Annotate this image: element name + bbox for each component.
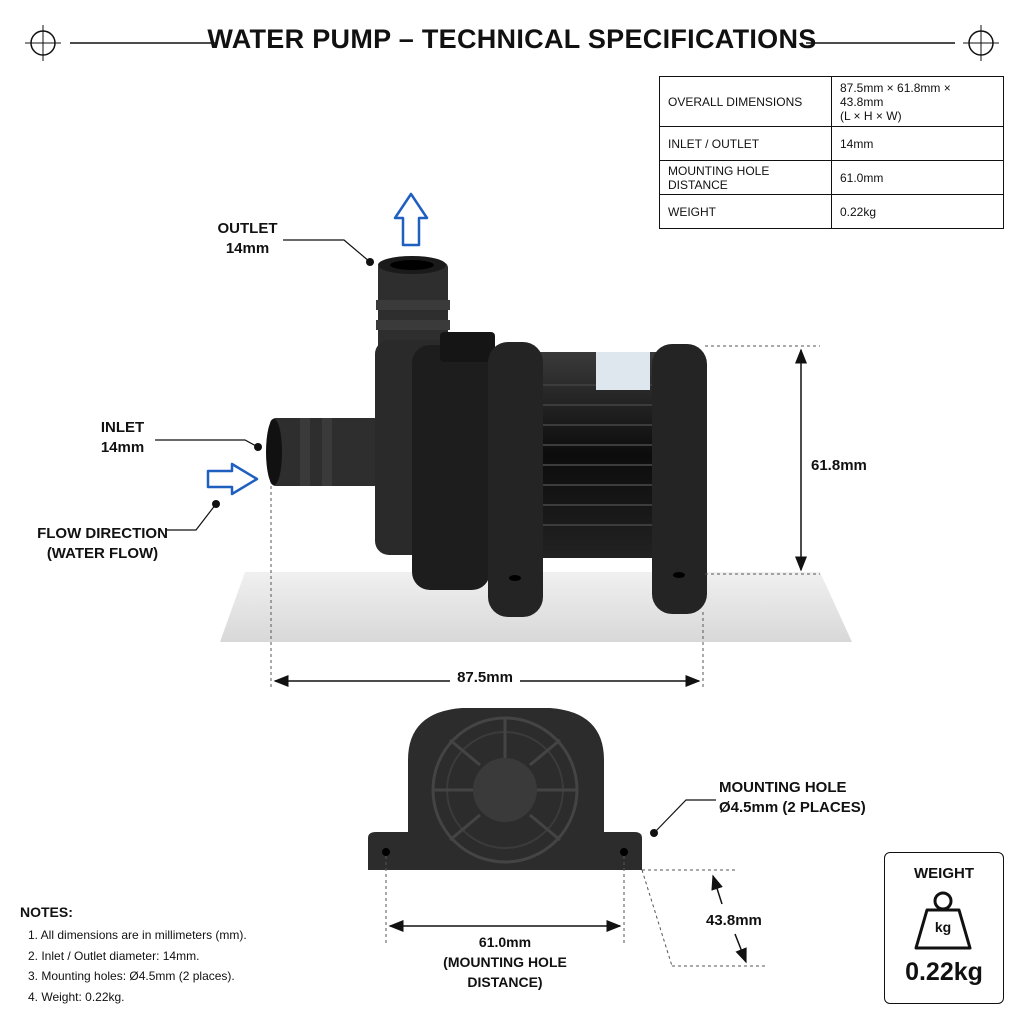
- table-row: MOUNTING HOLE DISTANCE 61.0mm: [659, 160, 1004, 195]
- outlet-callout: OUTLET 14mm: [205, 219, 290, 259]
- hole-distance-dimension: [385, 856, 625, 945]
- crosshair-right-icon: [963, 25, 999, 61]
- list-item: 3. Mounting holes: Ø4.5mm (2 places).: [28, 969, 235, 983]
- flow-callout: FLOW DIRECTION (WATER FLOW): [30, 524, 175, 564]
- spec-value-line: 87.5mm × 61.8mm × 43.8mm: [840, 80, 951, 109]
- header-decoration: [25, 25, 999, 61]
- notes-title: NOTES:: [20, 904, 73, 920]
- mount-hole-callout: MOUNTING HOLE Ø4.5mm (2 PLACES): [719, 778, 869, 818]
- inlet-callout: INLET 14mm: [80, 418, 165, 458]
- mount-hole-size: Ø4.5mm (2 PLACES): [719, 799, 866, 816]
- flow-sub: (WATER FLOW): [46, 545, 159, 562]
- hole-distance-callout: 61.0mm (MOUNTING HOLE DISTANCE): [405, 932, 605, 992]
- spec-value: 87.5mm × 61.8mm × 43.8mm (L × H × W): [831, 76, 1004, 127]
- page-title: WATER PUMP – TECHNICAL SPECIFICATIONS: [207, 24, 817, 54]
- inlet-size: 14mm: [100, 439, 145, 456]
- table-row: INLET / OUTLET 14mm: [659, 126, 1004, 161]
- weight-box-value: 0.22kg: [905, 958, 983, 986]
- spec-label: MOUNTING HOLE DISTANCE: [659, 160, 832, 195]
- weight-box-title: WEIGHT: [914, 865, 974, 882]
- spec-value: 0.22kg: [831, 194, 1004, 229]
- spec-value-line: (L × H × W): [840, 108, 902, 123]
- pump-end-view: [368, 708, 642, 870]
- hole-distance-sub: (MOUNTING HOLE DISTANCE): [443, 954, 567, 990]
- pump-side-view: [266, 256, 707, 617]
- weight-kg-icon: [914, 891, 972, 950]
- height-value: 61.8mm: [811, 457, 867, 474]
- spec-label: WEIGHT: [659, 194, 832, 229]
- length-dimension: [270, 486, 704, 690]
- spec-label: OVERALL DIMENSIONS: [659, 76, 832, 127]
- length-value: 87.5mm: [457, 669, 513, 686]
- width-dimension: [641, 869, 766, 967]
- weight-box: WEIGHT 0.22kg: [884, 852, 1004, 1004]
- inlet-arrow-icon: [206, 462, 259, 496]
- notes-list: 1. All dimensions are in millimeters (mm…: [28, 928, 247, 1010]
- width-value: 43.8mm: [706, 912, 762, 929]
- mount-hole-label: MOUNTING HOLE: [719, 779, 847, 796]
- table-row: WEIGHT 0.22kg: [659, 194, 1004, 229]
- weight-icon-text: kg: [934, 919, 952, 935]
- list-item: 4. Weight: 0.22kg.: [28, 989, 125, 1004]
- table-row: OVERALL DIMENSIONS 87.5mm × 61.8mm × 43.…: [659, 76, 1004, 127]
- crosshair-left-icon: [25, 25, 61, 61]
- list-item: 1. All dimensions are in millimeters (mm…: [28, 928, 247, 942]
- flow-label: FLOW DIRECTION: [37, 525, 168, 542]
- outlet-label: OUTLET: [217, 220, 278, 237]
- spec-value: 14mm: [831, 126, 1004, 161]
- leader-lines: [155, 239, 716, 834]
- inlet-label: INLET: [100, 419, 145, 436]
- outlet-arrow-icon: [393, 192, 429, 247]
- specs-table: OVERALL DIMENSIONS 87.5mm × 61.8mm × 43.…: [659, 76, 1004, 229]
- spec-value: 61.0mm: [831, 160, 1004, 195]
- spec-label: INLET / OUTLET: [659, 126, 832, 161]
- height-dimension: [705, 345, 820, 575]
- outlet-size: 14mm: [225, 240, 270, 257]
- hole-distance-value: 61.0mm: [478, 934, 532, 950]
- list-item: 2. Inlet / Outlet diameter: 14mm.: [28, 948, 200, 963]
